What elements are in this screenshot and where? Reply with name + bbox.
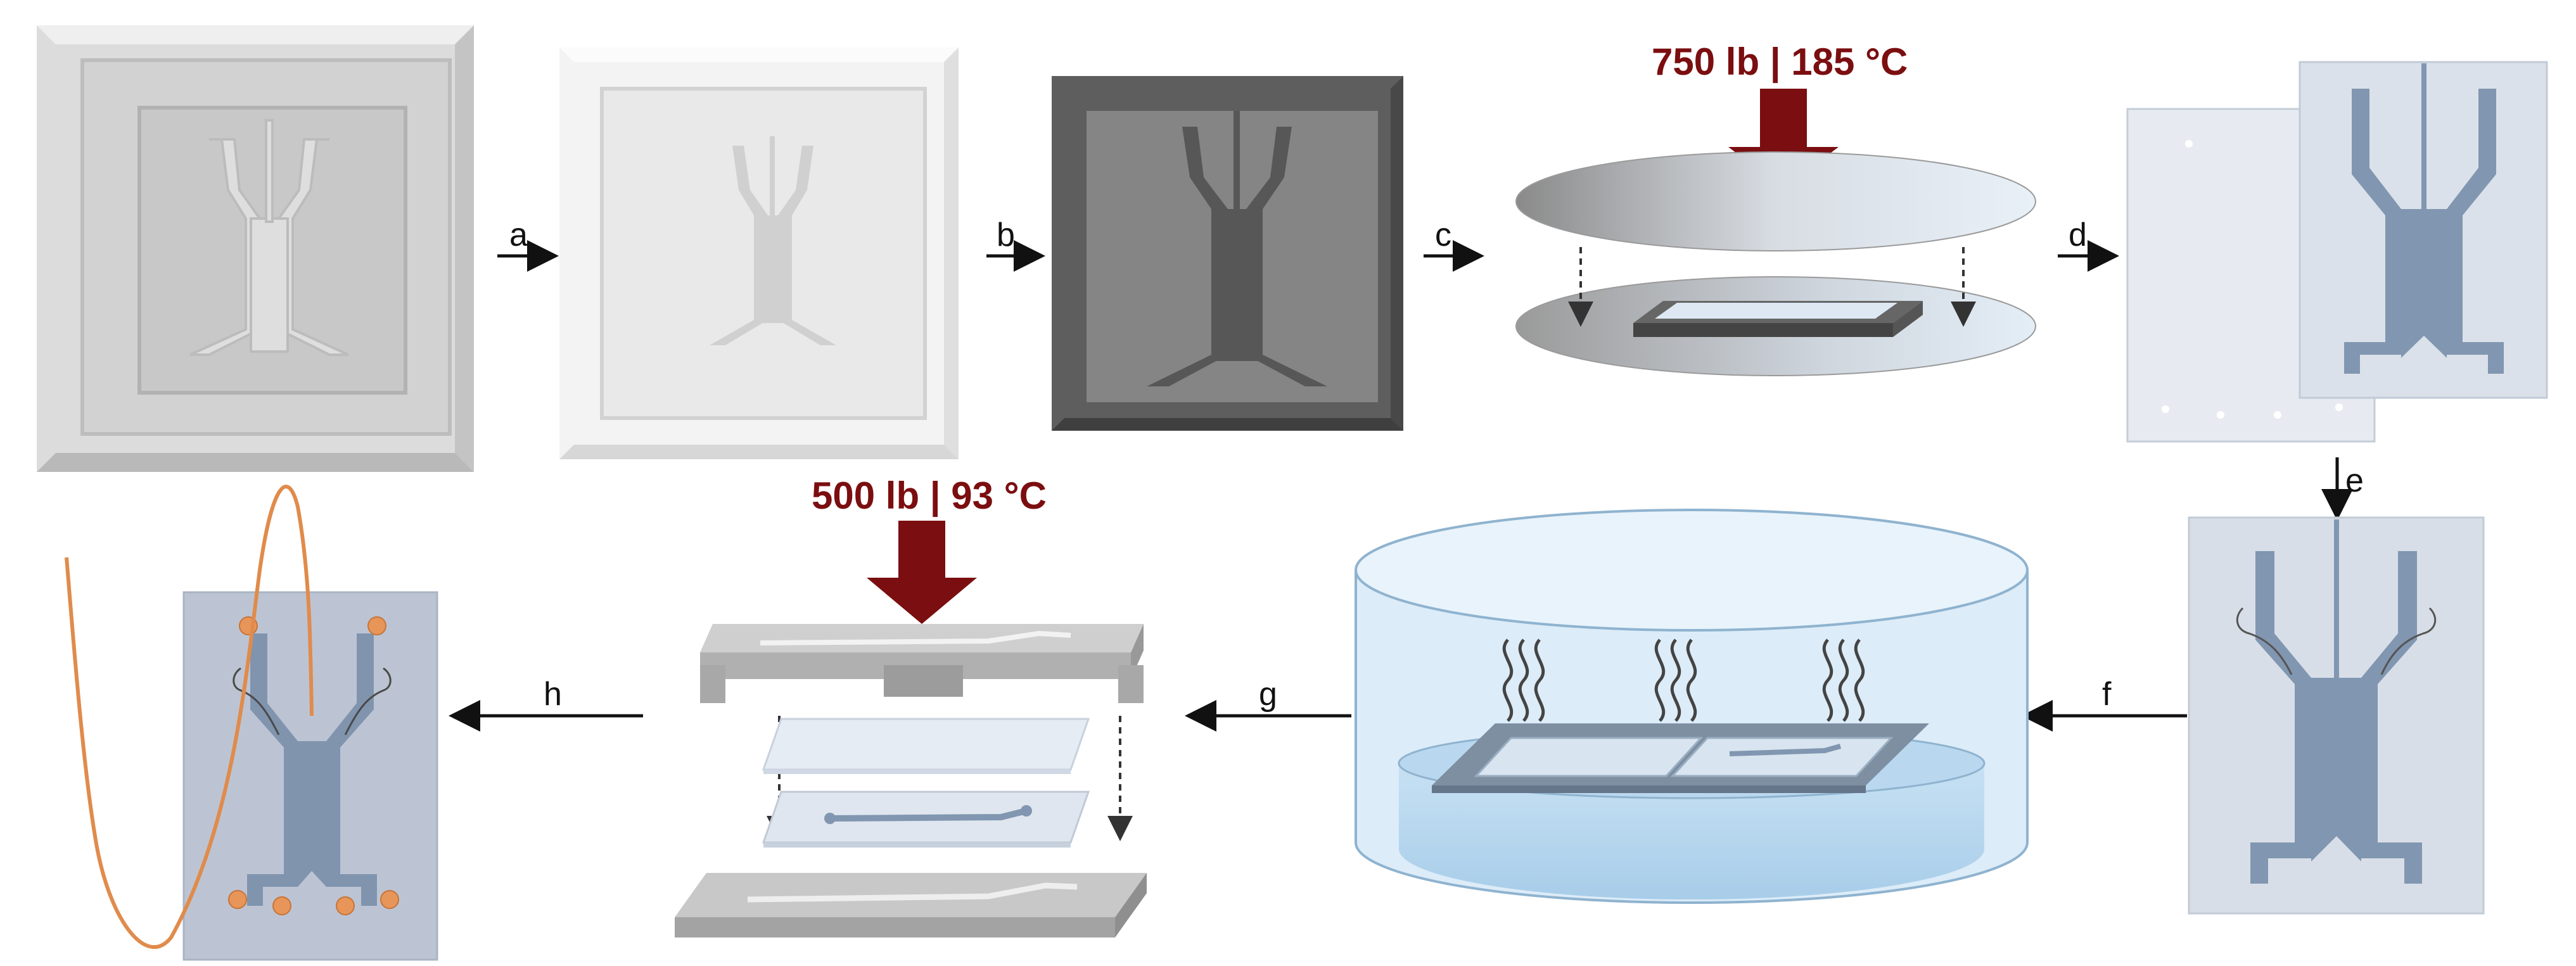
- epoxy-mold: [1052, 76, 1403, 431]
- inlet-tubing: [65, 485, 314, 949]
- step-label-f: f: [2102, 676, 2112, 713]
- step-label-b: b: [997, 217, 1015, 253]
- step-arrow-g: g: [1185, 676, 1351, 732]
- hot-press-2: 500 lb | 93 °C: [675, 474, 1147, 937]
- film-channel-pattern: [2344, 63, 2504, 374]
- heat-waves-icon: [1502, 639, 1865, 722]
- electrode-wires: [2236, 607, 2437, 675]
- pdms-copy-mold: [559, 48, 959, 459]
- channel-film-layer: [762, 791, 1090, 848]
- master-mold: [37, 25, 474, 472]
- mold-on-plate: [1633, 301, 1923, 337]
- final-channel-pattern: [247, 633, 377, 906]
- epoxy-channel-pattern: [1147, 111, 1327, 386]
- step-label-c: c: [1435, 217, 1451, 253]
- press-force-top: 750 lb | 185 °C: [1652, 41, 1908, 84]
- press-force-bottom: 500 lb | 93 °C: [812, 474, 1047, 518]
- step-arrow-f: f: [2021, 676, 2187, 732]
- step-label-e: e: [2345, 462, 2364, 499]
- step-label-h: h: [544, 676, 562, 713]
- water-bath: [1355, 509, 2029, 904]
- step-arrow-c: c: [1424, 217, 1484, 272]
- step-arrow-e: e: [2321, 457, 2364, 521]
- step-arrow-h: h: [449, 676, 643, 732]
- bonded-chip: [2188, 516, 2485, 915]
- step-arrow-b: b: [986, 217, 1045, 272]
- submerged-films: [1474, 737, 1894, 777]
- mold-channel-pattern: [189, 119, 349, 356]
- top-film-layer: [762, 718, 1090, 774]
- step-label-g: g: [1259, 676, 1277, 713]
- upper-press-plate: [1515, 151, 2036, 251]
- access-holes: [2162, 140, 2343, 419]
- step-label-a: a: [509, 217, 528, 253]
- hot-press-1: 750 lb | 185 °C: [1515, 41, 2036, 376]
- press-arrow-bottom: [867, 521, 977, 624]
- embossed-film-pair: [2126, 61, 2548, 443]
- step-label-d: d: [2069, 217, 2087, 253]
- bottom-press-block: [675, 873, 1147, 937]
- chip-channel-pattern: [2250, 519, 2422, 884]
- step-arrow-d: d: [2058, 217, 2119, 272]
- final-electrode-wires: [233, 667, 392, 735]
- step-arrow-a: a: [497, 217, 559, 272]
- upper-press-block: [700, 624, 1144, 703]
- copy-channel-pattern: [710, 136, 836, 345]
- port-connectors: [228, 616, 399, 915]
- final-device: [65, 485, 438, 961]
